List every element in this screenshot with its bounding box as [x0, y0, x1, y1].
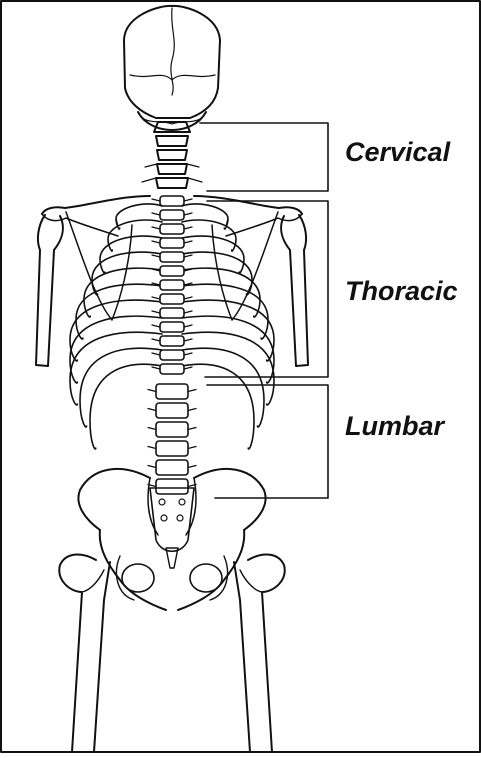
label-lumbar: Lumbar	[345, 413, 444, 440]
femurs	[59, 555, 284, 752]
vertebra-18	[156, 460, 188, 475]
vertebra-3	[160, 224, 184, 234]
vertebra-13	[160, 364, 184, 374]
vertebra-11	[160, 336, 184, 346]
vertebra-7	[160, 280, 184, 290]
vertebra-5	[160, 252, 184, 262]
vertebra-9	[160, 308, 184, 318]
vertebra-1	[160, 196, 184, 206]
vertebra-19	[156, 479, 188, 494]
skull	[124, 6, 220, 130]
rib-l-11	[90, 364, 162, 449]
rib-l-6	[76, 284, 162, 339]
vertebra-14	[156, 384, 188, 399]
rib-r-9	[182, 332, 274, 405]
cervical-vertebrae	[142, 122, 202, 188]
vertebra-4	[160, 238, 184, 248]
vertebra-16	[156, 422, 188, 437]
rib-l-1	[116, 204, 162, 229]
rib-r-1	[182, 204, 228, 229]
label-cervical: Cervical	[345, 139, 450, 166]
bracket-lumbar	[207, 385, 328, 498]
spinal-column	[148, 196, 196, 494]
label-thoracic: Thoracic	[345, 278, 458, 305]
vertebra-2	[160, 210, 184, 220]
rib-r-8	[182, 316, 274, 383]
rib-l-8	[70, 316, 162, 383]
rib-l-10	[80, 348, 162, 427]
vertebra-17	[156, 441, 188, 456]
vertebra-8	[160, 294, 184, 304]
vertebra-12	[160, 350, 184, 360]
rib-l-9	[70, 332, 162, 405]
rib-r-6	[182, 284, 268, 339]
vertebra-6	[160, 266, 184, 276]
region-brackets	[200, 123, 328, 498]
vertebra-15	[156, 403, 188, 418]
rib-r-10	[182, 348, 264, 427]
vertebra-10	[160, 322, 184, 332]
bracket-cervical	[200, 123, 328, 191]
